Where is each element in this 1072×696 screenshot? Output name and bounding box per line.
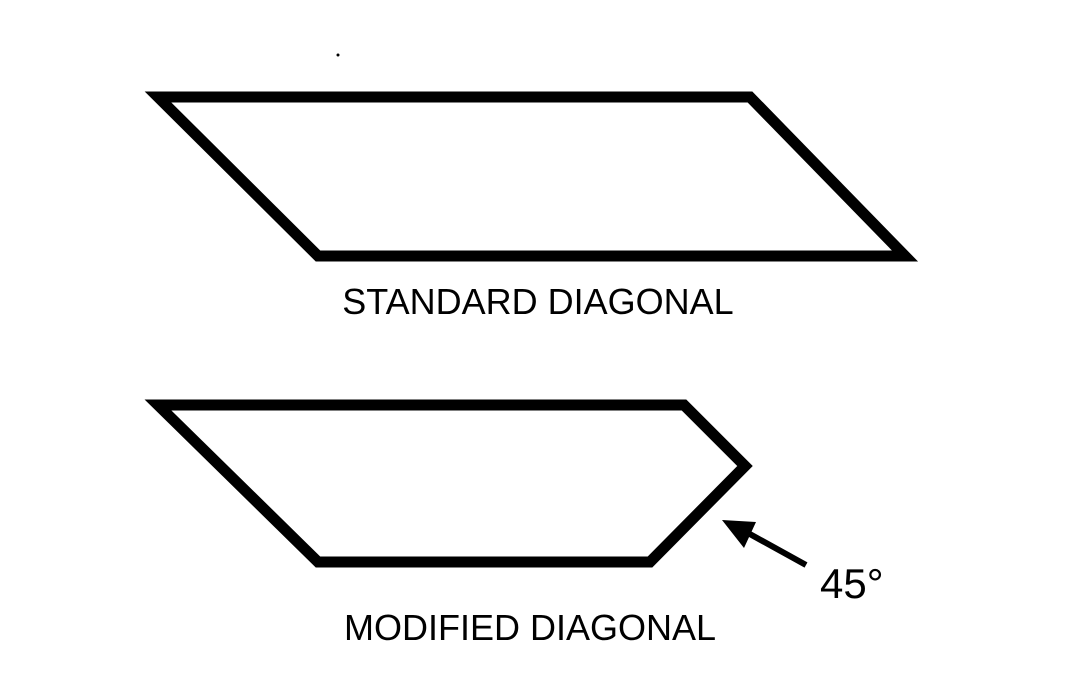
modified-diagonal-label: MODIFIED DIAGONAL (344, 607, 716, 648)
angle-label: 45° (820, 560, 884, 607)
standard-diagonal-shape (144, 91, 919, 262)
modified-diagonal-shape (144, 399, 753, 568)
angle-arrow-shaft (746, 530, 808, 568)
standard-diagonal-label: STANDARD DIAGONAL (342, 281, 733, 322)
angle-arrow-head (722, 520, 756, 548)
stray-dot (336, 53, 340, 57)
